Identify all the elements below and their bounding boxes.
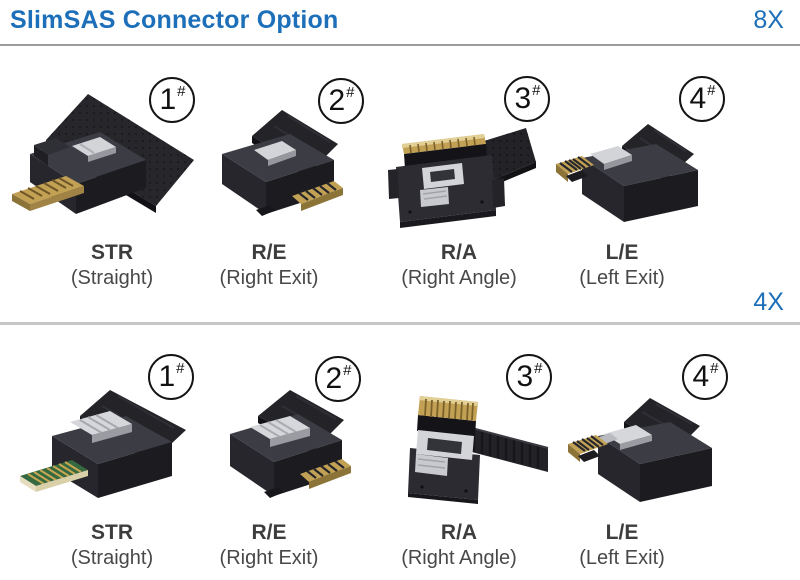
connector-4x-right-angle-illustration xyxy=(408,396,549,504)
option-name: (Straight) xyxy=(70,547,154,569)
option-label-8x-ra: R/A (Right Angle) xyxy=(401,240,517,291)
option-code: L/E xyxy=(605,241,639,264)
option-name: (Left Exit) xyxy=(579,547,665,569)
badge-number: 3 xyxy=(516,360,534,393)
connector-4x-right-exit-illustration xyxy=(230,390,351,498)
connector-figure-8x-right-angle xyxy=(386,118,536,236)
option-code: R/A xyxy=(440,241,478,264)
connector-4x-left-exit-illustration xyxy=(568,398,712,502)
option-label-4x-str: STR (Straight) xyxy=(71,520,153,571)
option-badge-8x-4: 4# xyxy=(679,76,725,122)
divider-top xyxy=(0,44,800,46)
option-badge-4x-4: 4# xyxy=(682,354,728,400)
badge-hash: # xyxy=(343,362,352,379)
badge-number: 2 xyxy=(325,362,343,395)
option-label-8x-le: L/E (Left Exit) xyxy=(579,240,665,291)
connector-figure-8x-straight xyxy=(8,90,198,238)
option-badge-8x-2: 2# xyxy=(318,78,364,124)
connector-8x-right-exit-illustration xyxy=(222,110,343,216)
option-name: (Right Angle) xyxy=(401,267,517,289)
option-code: R/A xyxy=(440,521,478,544)
badge-number: 2 xyxy=(328,84,346,117)
connector-figure-4x-right-angle xyxy=(400,392,552,504)
option-name: (Right Angle) xyxy=(401,547,517,569)
connector-8x-left-exit-illustration xyxy=(556,124,698,222)
option-name: (Right Exit) xyxy=(219,547,319,569)
connector-figure-8x-right-exit xyxy=(196,110,346,238)
connector-figure-8x-left-exit xyxy=(556,118,710,240)
badge-hash: # xyxy=(532,82,541,99)
option-badge-8x-3: 3# xyxy=(504,76,550,122)
connector-figure-4x-straight xyxy=(14,390,200,512)
option-badge-4x-1: 1# xyxy=(148,354,194,400)
section-label-4x: 4X xyxy=(753,288,784,316)
divider-mid xyxy=(0,322,800,325)
badge-number: 3 xyxy=(514,82,532,115)
connector-8x-right-angle-illustration xyxy=(388,128,536,228)
option-code: L/E xyxy=(605,521,639,544)
option-label-8x-str: STR (Straight) xyxy=(71,240,153,291)
badge-hash: # xyxy=(710,360,719,377)
option-name: (Right Exit) xyxy=(219,267,319,289)
connector-8x-straight-illustration xyxy=(12,94,194,214)
badge-hash: # xyxy=(534,360,543,377)
option-badge-8x-1: 1# xyxy=(149,77,195,123)
page-title: SlimSAS Connector Option xyxy=(10,6,339,34)
option-code: STR xyxy=(91,521,133,544)
option-name: (Left Exit) xyxy=(579,267,665,289)
badge-number: 4 xyxy=(689,82,707,115)
badge-number: 4 xyxy=(692,360,710,393)
option-code: STR xyxy=(91,241,133,264)
connector-figure-4x-left-exit xyxy=(568,394,718,510)
option-label-4x-le: L/E (Left Exit) xyxy=(579,520,665,571)
option-label-4x-ra: R/A (Right Angle) xyxy=(401,520,517,571)
option-badge-4x-2: 2# xyxy=(315,356,361,402)
badge-hash: # xyxy=(346,84,355,101)
badge-number: 1 xyxy=(159,83,177,116)
option-code: R/E xyxy=(251,241,287,264)
badge-hash: # xyxy=(176,360,185,377)
option-label-4x-re: R/E (Right Exit) xyxy=(220,520,319,571)
option-label-8x-re: R/E (Right Exit) xyxy=(220,240,319,291)
section-label-8x: 8X xyxy=(753,6,784,34)
badge-hash: # xyxy=(707,82,716,99)
badge-number: 1 xyxy=(158,360,176,393)
option-badge-4x-3: 3# xyxy=(506,354,552,400)
connector-figure-4x-right-exit xyxy=(206,390,354,514)
badge-hash: # xyxy=(177,83,186,100)
connector-4x-straight-illustration xyxy=(20,390,186,498)
option-code: R/E xyxy=(251,521,287,544)
option-name: (Straight) xyxy=(70,267,154,289)
